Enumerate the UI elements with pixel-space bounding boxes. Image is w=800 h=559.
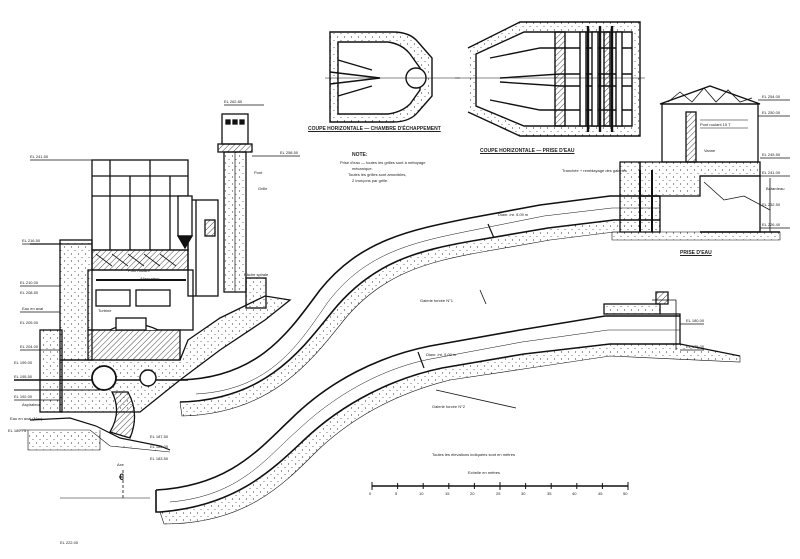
plan-dissipator-chamber (325, 31, 460, 123)
elev-2: EL 210.00 (20, 280, 39, 285)
note-line-3: Toutes les grilles sont amovibles, (348, 172, 407, 177)
elev-0: EL 241.50 (30, 154, 49, 159)
tailrace-label: Eau en aval (22, 306, 44, 311)
elev-23: EL 175.00 (686, 344, 705, 349)
scale-tick-25: 25 (496, 491, 501, 496)
tube-diameter-lower: Diam. int. 5.00 m (426, 352, 457, 357)
elev-19: EL 232.50 (762, 202, 781, 207)
elev-4: EL 205.00 (20, 320, 39, 325)
note-line-2: mécanique. (352, 166, 373, 171)
elev-15: EL 254.00 (762, 94, 781, 99)
note-line-1: Prise d'eau — toutes les grilles sont à … (340, 160, 426, 165)
vanne-label: Vanne (704, 148, 716, 153)
elev-14: EL 258.50 (280, 150, 299, 155)
gallery-lower-label: Galerie forcée N°2 (432, 404, 465, 409)
elev-22: EL 180.00 (686, 318, 705, 323)
elev-7: EL 195.50 (14, 374, 33, 379)
scale-title: Echelle en mètres (468, 470, 501, 475)
plan-intake (455, 21, 645, 137)
elev-16: EL 250.00 (762, 110, 781, 115)
gantry-capacity-label: Pont roulant 15 T (700, 122, 731, 127)
scale-bar (371, 482, 629, 490)
elev-12: EL 183.50 (150, 456, 169, 461)
scale-tick-0: 0 (369, 491, 372, 496)
scale-tick-45: 45 (598, 491, 603, 496)
elev-17: EL 245.50 (762, 152, 781, 157)
elev-21: EL 222.00 (60, 540, 79, 545)
scale-tick-5: 5 (395, 491, 398, 496)
scale-tick-30: 30 (521, 491, 526, 496)
scale-tick-35: 35 (547, 491, 552, 496)
elevation-leaders (14, 99, 790, 401)
gallery-upper-label: Galerie forcée N°1 (420, 298, 453, 303)
tube-diameter-upper: Diam. int. 5.00 m (498, 212, 529, 217)
elev-11: EL 186.00 (150, 444, 169, 449)
bottom-note: Toutes les élevations indiquées sont en … (432, 452, 515, 457)
powerhouse-structure (14, 113, 292, 453)
axis-symbol: € (119, 472, 125, 482)
tailrace-max-label: Eau en aval (Max) (10, 416, 43, 421)
elev-9: EL 189.75 (8, 428, 27, 433)
grille-label: Grille (258, 186, 268, 191)
gantry-crane-label: Pont roulant (128, 268, 150, 273)
elev-1: EL 216.50 (22, 238, 41, 243)
scale-tick-50: 50 (623, 491, 628, 496)
elev-8: EL 192.00 (14, 394, 33, 399)
lower-penstock (155, 315, 741, 525)
turbine-label: Turbine (98, 308, 112, 313)
elev-10: EL 187.50 (150, 434, 169, 439)
axis-label: Axe (117, 462, 124, 467)
intake-title: PRISE D'EAU (680, 250, 712, 256)
section-title-dissipator: COUPE HORIZONTALE — CHAMBRE D'ÉCHAPPEMEN… (308, 126, 441, 132)
section-title-intake: COUPE HORIZONTALE — PRISE D'EAU (480, 148, 575, 154)
spiral-label: Bâche spirale (244, 272, 269, 277)
axis-marker (60, 289, 517, 500)
elev-3: EL 208.50 (20, 290, 39, 295)
scale-tick-15: 15 (445, 491, 450, 496)
elev-5: EL 204.00 (20, 344, 39, 349)
intake-structure-upper (611, 85, 781, 241)
intake-structure-lower (603, 291, 741, 357)
elev-6: EL 199.00 (14, 360, 33, 365)
pont-label: Pont (254, 170, 263, 175)
alternator-label: Alternateur (140, 276, 160, 281)
batardeau-label: Batardeau (766, 186, 785, 191)
elev-13: EL 262.80 (224, 99, 243, 104)
elev-20: EL 226.40 (762, 222, 781, 227)
scale-tick-40: 40 (572, 491, 577, 496)
scale-tick-20: 20 (470, 491, 475, 496)
note-title: NOTE: (352, 152, 368, 158)
draft-tube-label: Aspirateur (22, 402, 41, 407)
scale-tick-10: 10 (419, 491, 424, 496)
note-line-4: 2 tronçons par grille. (352, 178, 389, 183)
upper-tunnel-note: Tranchée + remblayage des galeries (562, 168, 627, 173)
elev-18: EL 241.00 (762, 170, 781, 175)
